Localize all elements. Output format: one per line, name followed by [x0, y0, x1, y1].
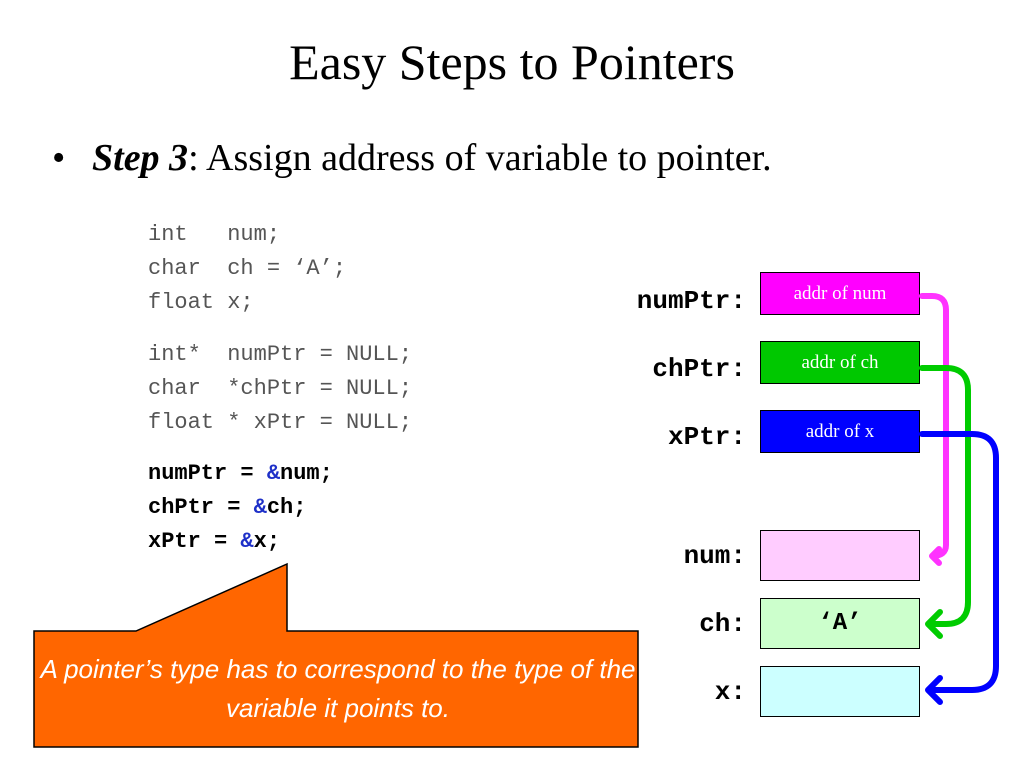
step-label: Step 3: [92, 137, 189, 179]
label-x: x:: [714, 677, 746, 707]
bullet-step: • Step 3: Assign address of variable to p…: [52, 133, 772, 183]
callout-text: A pointer’s type has to correspond to th…: [40, 654, 636, 723]
bullet-dot: •: [52, 137, 66, 179]
pointer-arrow-x: [919, 431, 999, 705]
step-separator: :: [188, 137, 199, 179]
code-variable-declarations: int num; char ch = ‘A’; float x;: [148, 218, 346, 320]
assignment-line: numPtr = &num;: [148, 457, 333, 491]
ch-box: ‘A’: [760, 598, 920, 649]
code-line: float x;: [148, 290, 254, 315]
assignment-rhs: ch;: [266, 495, 307, 520]
address-of-operator: &: [253, 495, 267, 520]
code-line: char ch = ‘A’;: [148, 256, 347, 281]
assignment-rhs: num;: [280, 461, 333, 486]
code-line: float * xPtr = NULL;: [148, 410, 413, 435]
assignment-lhs: chPtr =: [148, 495, 254, 520]
assignment-lhs: xPtr =: [148, 529, 241, 554]
numptr-box: addr of num: [760, 272, 920, 315]
code-line: char *chPtr = NULL;: [148, 376, 413, 401]
x-box: [760, 666, 920, 717]
slide-title: Easy Steps to Pointers: [289, 34, 735, 90]
label-ch: ch:: [699, 609, 746, 639]
code-line: int num;: [148, 222, 281, 247]
chptr-box: addr of ch: [760, 341, 920, 384]
label-chptr: chPtr:: [652, 354, 746, 384]
address-of-operator: &: [266, 461, 281, 486]
code-line: int* numPtr = NULL;: [148, 342, 413, 367]
pointer-arrow-ch: [919, 365, 971, 639]
xptr-box: addr of x: [760, 410, 920, 453]
code-pointer-declarations: int* numPtr = NULL; char *chPtr = NULL; fl…: [148, 338, 412, 440]
assignment-rhs: x;: [253, 529, 281, 554]
label-num: num:: [683, 541, 746, 571]
assignment-line: xPtr = &x;: [148, 525, 333, 559]
step-text: Assign address of variable to pointer.: [198, 137, 772, 179]
label-numptr: numPtr:: [636, 286, 746, 316]
assignment-lhs: numPtr =: [148, 461, 267, 486]
label-xptr: xPtr:: [667, 422, 746, 452]
pointer-arrow-num: [919, 293, 949, 566]
callout-box: [33, 562, 639, 748]
code-assignments: numPtr = &num;chPtr = &ch;xPtr = &x;: [148, 457, 333, 559]
num-box: [760, 530, 920, 581]
assignment-line: chPtr = &ch;: [148, 491, 333, 525]
address-of-operator: &: [240, 529, 254, 554]
